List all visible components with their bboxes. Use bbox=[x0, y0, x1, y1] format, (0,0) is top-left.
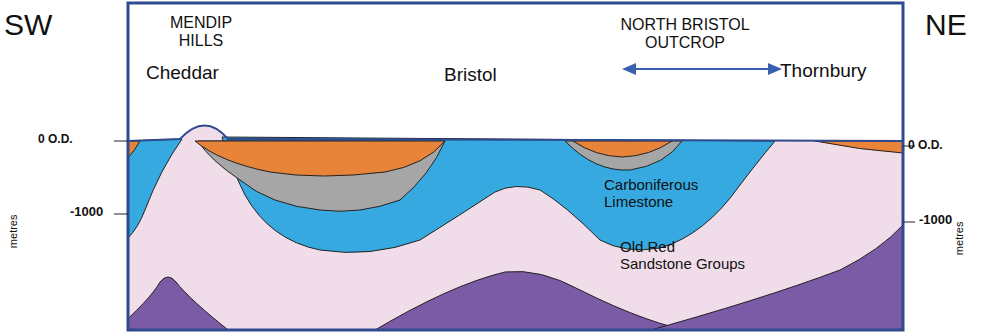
coal-measures bbox=[195, 141, 445, 176]
coal-measures bbox=[573, 141, 672, 157]
axis-unit: metres bbox=[954, 222, 967, 256]
direction-label: NE bbox=[925, 8, 967, 43]
tick bbox=[114, 214, 128, 215]
place-label: Thornbury bbox=[780, 60, 867, 82]
depth-label: -1000 bbox=[919, 213, 952, 228]
extent-arrow bbox=[632, 68, 772, 70]
coal-measures bbox=[128, 141, 140, 158]
ground-surface bbox=[128, 126, 903, 142]
datum-label: 0 O.D. bbox=[38, 133, 73, 147]
layer-label: Old Red Sandstone Groups bbox=[620, 238, 750, 273]
basement bbox=[128, 277, 232, 330]
arrow-head bbox=[768, 63, 782, 75]
place-label: MENDIP HILLS bbox=[155, 14, 247, 51]
old-red-sandstone bbox=[128, 126, 903, 331]
tick bbox=[903, 222, 915, 223]
tick bbox=[114, 141, 128, 142]
axis-unit: metres bbox=[8, 215, 21, 249]
grey-strata bbox=[565, 141, 682, 170]
datum-label: 0 O.D. bbox=[908, 139, 943, 153]
basement bbox=[370, 271, 700, 330]
frame bbox=[128, 3, 903, 330]
coal-measures bbox=[815, 141, 903, 153]
depth-label: -1000 bbox=[70, 205, 103, 220]
layer-label: Carboniferous Limestone bbox=[604, 176, 724, 211]
place-label: Cheddar bbox=[146, 62, 219, 84]
region-label: NORTH BRISTOL OUTCROP bbox=[600, 16, 770, 53]
arrow-head bbox=[622, 63, 636, 75]
place-label: Bristol bbox=[444, 64, 497, 86]
limestone bbox=[128, 139, 182, 238]
direction-label: SW bbox=[4, 8, 52, 43]
